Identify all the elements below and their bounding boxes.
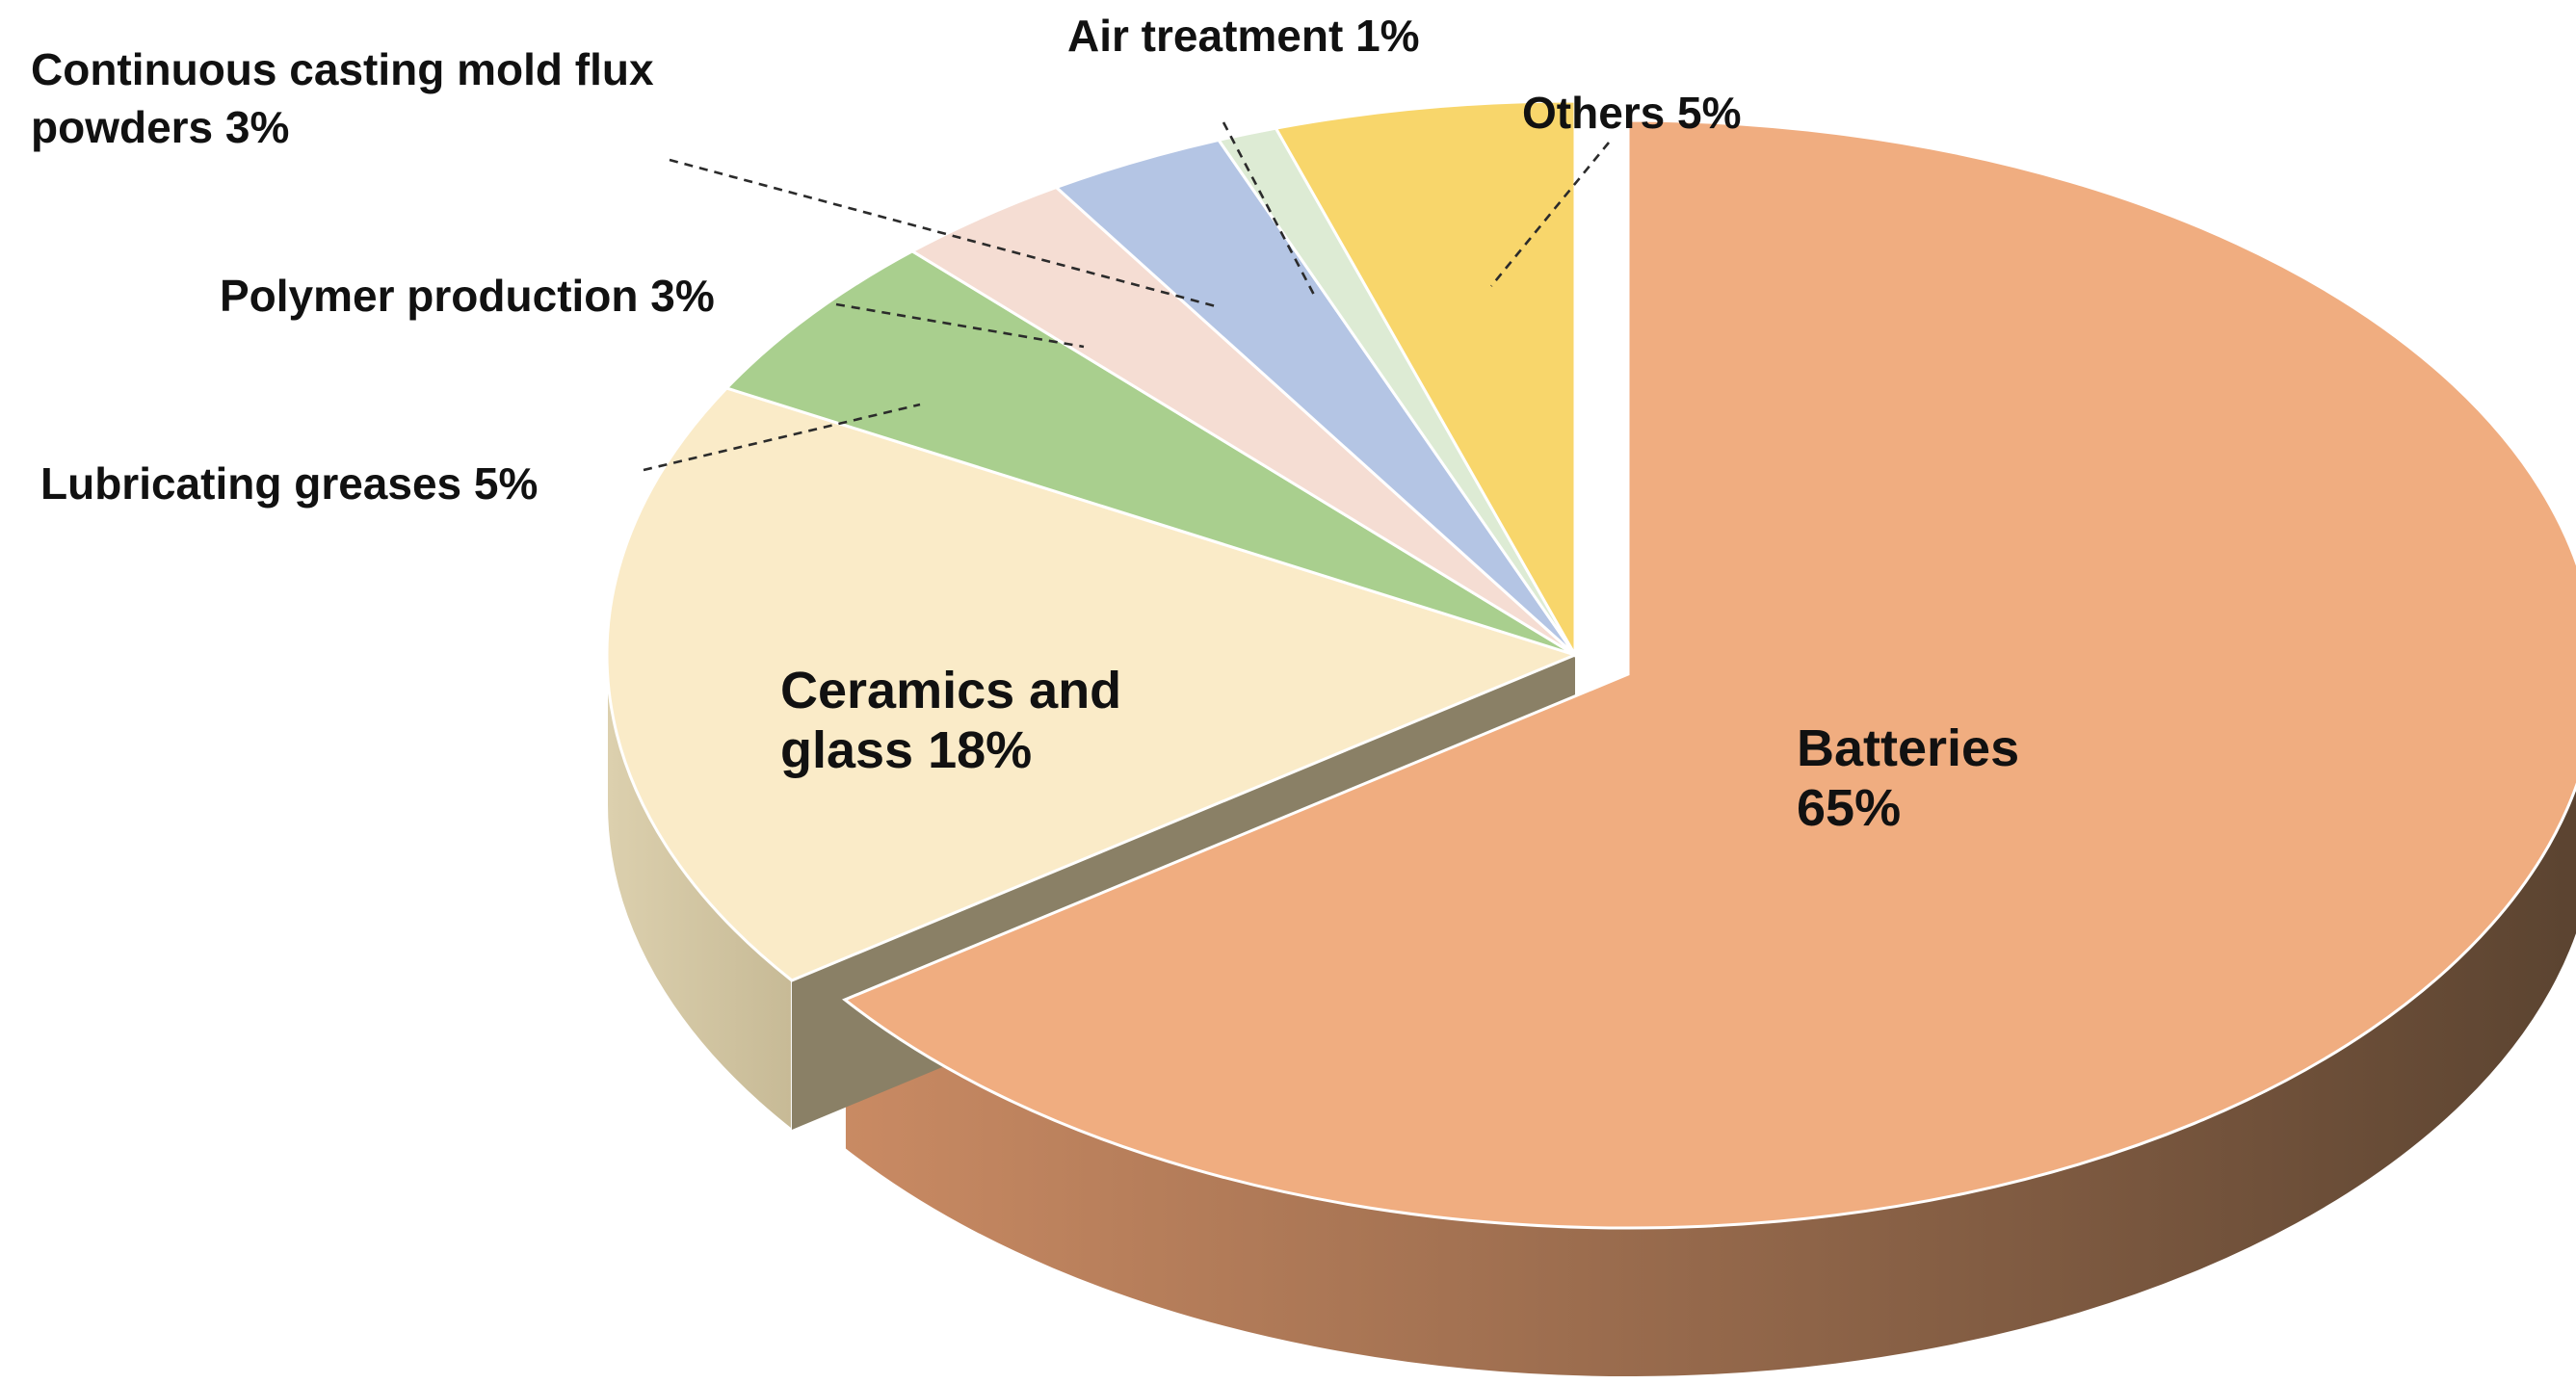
slice-label-line: powders 3% — [31, 102, 289, 152]
slice-label-others: Others 5% — [1522, 88, 1742, 138]
leader-line-lubricating-greases — [643, 403, 921, 472]
leader-line-polymer-production — [835, 302, 1085, 349]
slice-label-line: 65% — [1797, 779, 1901, 837]
slice-label-lubricating-greases: Lubricating greases 5% — [40, 458, 538, 509]
slice-label-line: Batteries — [1797, 719, 2019, 777]
slice-label-line: Polymer production 3% — [220, 271, 715, 321]
slice-label-air-treatment: Air treatment 1% — [1067, 11, 1420, 61]
leader-line-others — [1489, 142, 1611, 287]
pie-slice-lubricating-greases — [723, 249, 1576, 657]
pie-slice-batteries — [841, 118, 2576, 1230]
slice-label-line: Continuous casting mold flux — [31, 44, 654, 94]
leader-line-mold-flux-powders — [669, 158, 1217, 308]
slice-label-line: Others 5% — [1522, 88, 1742, 138]
slice-label-mold-flux-powders: Continuous casting mold flux powders 3% — [31, 44, 654, 152]
slice-label-line: Air treatment 1% — [1067, 11, 1420, 61]
slice-label-polymer-production: Polymer production 3% — [220, 271, 715, 321]
slice-label-line: Lubricating greases 5% — [40, 458, 538, 509]
slice-label-line: Ceramics and — [780, 662, 1121, 719]
slice-label-line: glass 18% — [780, 721, 1032, 779]
leader-line-air-treatment — [1222, 121, 1317, 298]
pie-slice-others — [1274, 99, 1577, 661]
